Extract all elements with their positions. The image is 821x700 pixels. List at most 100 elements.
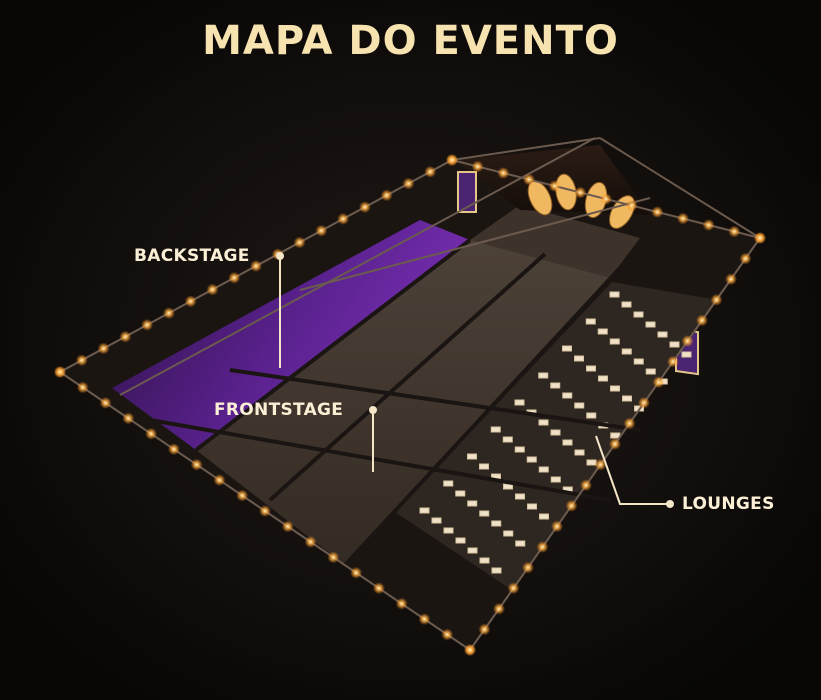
lounge-seat	[503, 530, 514, 537]
perimeter-light	[372, 582, 385, 595]
perimeter-light	[228, 271, 241, 284]
perimeter-light	[293, 236, 306, 249]
lounge-seat	[467, 547, 478, 554]
perimeter-light	[667, 355, 679, 368]
frontstage-floor	[196, 240, 620, 565]
perimeter-light	[580, 479, 592, 492]
perimeter-light	[536, 541, 549, 553]
stage-screen-left	[457, 171, 477, 213]
perimeter-light	[446, 154, 458, 166]
lounge-seat	[455, 490, 466, 497]
perimeter-light	[728, 225, 741, 238]
lounge-seat	[574, 355, 584, 362]
lounge-seat	[610, 432, 621, 439]
lounge-seat	[598, 375, 608, 382]
tent-frame	[149, 238, 641, 567]
lounge-seat	[515, 540, 526, 547]
lounge-seat	[597, 328, 608, 335]
perimeter-light	[638, 396, 650, 409]
perimeter-light	[600, 193, 612, 205]
lounge-seat	[538, 372, 549, 379]
lounge-seat	[586, 412, 597, 419]
perimeter-light	[402, 177, 415, 190]
lounge-seat	[539, 513, 549, 520]
perimeter-light	[206, 283, 219, 296]
perimeter-light	[54, 366, 66, 378]
perimeter-light	[754, 232, 766, 244]
lounge-seat	[621, 301, 632, 308]
lounge-seat	[526, 456, 537, 463]
perimeter-light	[250, 260, 262, 272]
perimeter-light	[395, 597, 408, 610]
perimeter-light	[281, 520, 294, 533]
perimeter-light	[97, 342, 110, 355]
perimeter-light	[213, 474, 226, 487]
perimeter-light	[523, 173, 535, 186]
lounge-seat	[514, 446, 525, 453]
perimeter-light	[315, 224, 328, 237]
perimeter-light	[190, 458, 203, 471]
perimeter-light	[464, 644, 476, 656]
perimeter-light	[652, 376, 665, 389]
stage-platform	[470, 205, 640, 278]
lounge-seat	[479, 463, 489, 470]
perimeter-light	[236, 489, 249, 502]
lounge-seat	[669, 341, 680, 348]
stage-decor-leaves	[527, 173, 635, 229]
lounge-seat	[419, 507, 430, 514]
lounge-seat	[443, 527, 454, 534]
backstage-floor	[112, 220, 470, 450]
lounge-seat	[633, 311, 644, 318]
perimeter-light	[337, 212, 350, 225]
lounge-seat	[562, 439, 573, 446]
perimeter-light	[141, 318, 154, 331]
lounge-seat	[562, 345, 572, 352]
perimeter-light	[424, 165, 437, 178]
perimeter-light	[471, 160, 484, 173]
perimeter-light	[76, 381, 89, 394]
perimeter-light	[609, 438, 621, 450]
perimeter-light	[380, 189, 393, 202]
lounge-seat	[633, 358, 644, 365]
lounge-seat	[681, 351, 692, 358]
lounge-seat	[514, 399, 525, 406]
lounge-seat	[550, 382, 561, 389]
perimeter-light	[696, 314, 708, 327]
lounge-seat	[645, 321, 656, 328]
lounge-seat	[467, 453, 477, 460]
lounge-seat	[431, 517, 442, 524]
lounge-seat	[538, 466, 549, 473]
perimeter-light	[594, 458, 607, 471]
perimeter-light	[304, 535, 317, 548]
lounges-label: LOUNGES	[682, 494, 775, 514]
page-title: MAPA DO EVENTO	[202, 18, 619, 64]
perimeter-light	[441, 628, 454, 641]
perimeter-light	[478, 623, 491, 636]
lounge-seat	[479, 510, 490, 517]
perimeter-light	[651, 206, 664, 218]
perimeter-light	[681, 335, 694, 347]
perimeter-light	[162, 307, 175, 320]
perimeter-light	[418, 613, 431, 626]
perimeter-light	[710, 293, 723, 306]
label-leaders	[276, 252, 674, 508]
perimeter-light	[548, 180, 561, 192]
lounge-seat	[491, 520, 502, 527]
perimeter-light	[122, 412, 135, 425]
perimeter-light	[119, 330, 132, 343]
lounge-seat	[455, 537, 466, 544]
perimeter-light	[739, 252, 752, 265]
perimeter-light	[725, 273, 737, 286]
perimeter-light	[574, 186, 587, 199]
perimeter-light	[623, 417, 636, 430]
backstage-label: BACKSTAGE	[134, 246, 250, 266]
perimeter-light	[497, 167, 510, 179]
lounge-seat	[467, 500, 478, 507]
perimeter-light	[493, 602, 505, 615]
lounge-seat	[621, 348, 632, 355]
lounge-seat	[586, 365, 596, 372]
lounge-seat	[585, 318, 596, 325]
perimeter-light	[259, 505, 271, 517]
lounge-seat	[645, 368, 656, 375]
lounge-seat	[550, 476, 561, 483]
